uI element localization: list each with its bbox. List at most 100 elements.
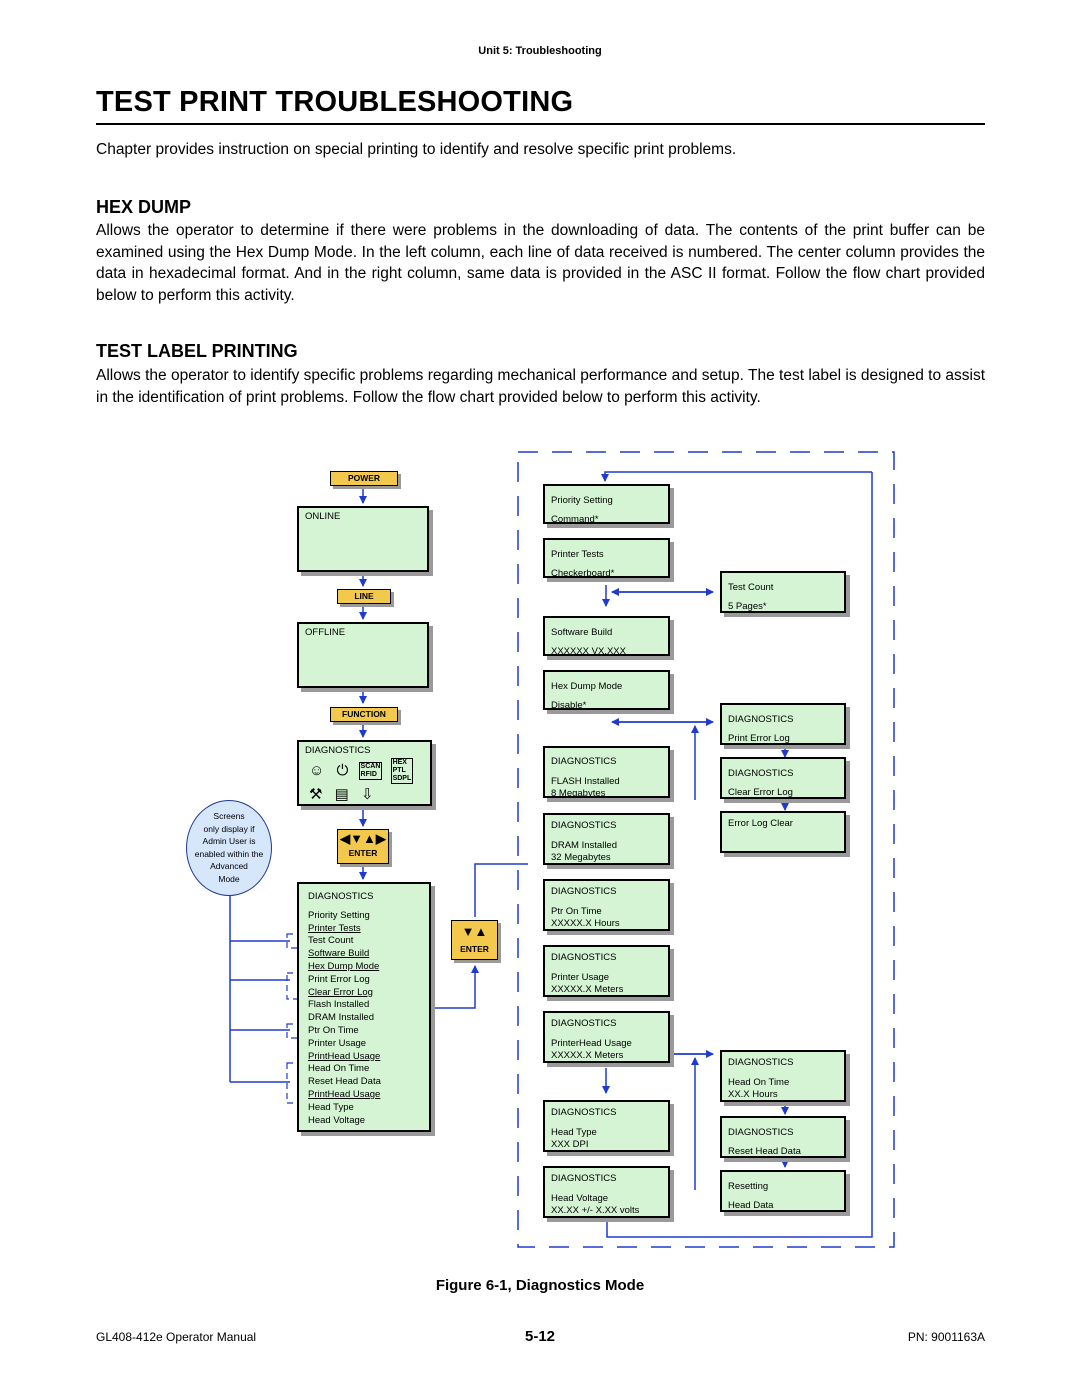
screen-line: 8 Megabytes (551, 788, 606, 799)
print-error-log-screen: DIAGNOSTICS Print Error Log (720, 703, 846, 745)
menu-item: Printer Tests (308, 922, 361, 934)
head-voltage-screen: DIAGNOSTICS Head Voltage XX.XX +/- X.XX … (543, 1166, 670, 1218)
hex-sdpl-icon: HEX PTL SDPL (390, 758, 414, 784)
screen-line: Checkerboard* (551, 568, 615, 579)
clear-error-log-screen: DIAGNOSTICS Clear Error Log (720, 757, 846, 799)
arrow-keys-icon: ◀▼▲▶ (340, 831, 386, 846)
enter-button[interactable]: ▼▲ ENTER (451, 920, 498, 960)
arrow-enter-button[interactable]: ◀▼▲▶ ENTER (337, 829, 389, 864)
menu-item: PrintHead Usage (308, 1088, 381, 1100)
screen-line: DIAGNOSTICS (728, 714, 794, 725)
page-title: TEST PRINT TROUBLESHOOTING (96, 86, 574, 118)
screen-line: DIAGNOSTICS (728, 768, 794, 779)
power-button[interactable]: POWER (330, 471, 398, 486)
bubble-line: Screens (213, 811, 245, 821)
function-button[interactable]: FUNCTION (330, 707, 398, 722)
screen-line: DIAGNOSTICS (551, 1018, 617, 1029)
bubble-line: Advanced (210, 861, 248, 871)
screen-line: DIAGNOSTICS (551, 820, 617, 831)
download-icon: ⇩ (360, 786, 374, 803)
footer-page-number: 5-12 (524, 1328, 556, 1345)
screen-line: PrinterHead Usage (551, 1037, 632, 1049)
screen-line: DIAGNOSTICS (551, 1107, 617, 1118)
offline-text: OFFLINE (305, 627, 346, 638)
menu-item: Software Build (308, 948, 370, 960)
enter-label-2: ENTER (460, 944, 489, 954)
dram-installed-screen: DIAGNOSTICS DRAM Installed 32 Megabytes (543, 813, 670, 865)
flash-installed-screen: DIAGNOSTICS FLASH Installed 8 Megabytes (543, 746, 670, 799)
screen-line: Head On Time (728, 1076, 790, 1088)
head-type-screen: DIAGNOSTICS Head Type XXX DPI (543, 1100, 670, 1152)
priority-setting-screen: Priority Setting Command* (543, 484, 670, 525)
menu-item: DRAM Installed (308, 1012, 374, 1024)
screen-line: XXXXX.X Meters (551, 984, 624, 995)
tools-icon: ⚒ (309, 786, 323, 803)
screen-line: Command* (551, 514, 599, 525)
screen-line: DIAGNOSTICS (551, 1173, 617, 1184)
figure-caption: Figure 6-1, Diagnostics Mode (435, 1277, 645, 1294)
screen-line: Resetting (728, 1181, 769, 1192)
down-up-arrow-icon: ▼▲ (461, 924, 488, 939)
diagnostics-menu-display: DIAGNOSTICS Priority Setting Printer Tes… (297, 882, 431, 1132)
online-text: ONLINE (305, 511, 341, 522)
enter-label: ENTER (348, 848, 378, 858)
scan-rfid-icon: SCAN RFID (358, 762, 383, 780)
admin-note-bubble: Screens only display if Admin User is en… (186, 800, 272, 896)
title-divider (96, 123, 985, 125)
screen-line: Error Log Clear (728, 818, 793, 829)
menu-item: PrintHead Usage (308, 1050, 381, 1062)
menu-item: Print Error Log (308, 973, 370, 985)
screen-line: Test Count (728, 582, 774, 593)
menu-item: Head On Time (308, 1063, 370, 1075)
menu-title: DIAGNOSTICS (308, 891, 374, 902)
menu-item: Flash Installed (308, 999, 370, 1011)
screen-line: XX.X Hours (728, 1089, 778, 1100)
bubble-line: Mode (218, 873, 240, 884)
screen-line: XXXXXX VX.XXX (551, 646, 626, 657)
section-heading-hex-dump: HEX DUMP (96, 197, 192, 217)
menu-item: Head Type (308, 1101, 354, 1113)
plug-icon: ⏻ (336, 761, 349, 779)
intro-paragraph: Chapter provides instruction on special … (96, 141, 737, 158)
test-label-paragraph: Allows the operator to identify specific… (96, 367, 985, 406)
screen-line: Reset Head Data (728, 1146, 801, 1157)
dashed-boundary (517, 451, 895, 1248)
menu-item: Test Count (308, 935, 354, 947)
bubble-line: Admin User is (202, 836, 256, 846)
screen-line: Hex Dump Mode (551, 681, 623, 692)
hex-dump-mode-screen: Hex Dump Mode Disable* (543, 670, 670, 711)
diagnostics-display-title: DIAGNOSTICS (305, 745, 371, 756)
hex-dump-paragraph: Allows the operator to determine if ther… (96, 222, 985, 304)
footer-manual-title: GL408-412e Operator Manual (96, 1330, 257, 1344)
screen-line: DIAGNOSTICS (551, 756, 617, 767)
screen-line: XX.XX +/- X.XX volts (551, 1205, 640, 1216)
running-header: Unit 5: Troubleshooting (478, 45, 602, 57)
screen-line: XXXXX.X Hours (551, 918, 620, 929)
screen-line: Print Error Log (728, 733, 790, 744)
menu-item: Hex Dump Mode (308, 960, 380, 972)
screen-line: DIAGNOSTICS (728, 1057, 794, 1068)
screen-line: 32 Megabytes (551, 852, 611, 863)
section-heading-test-label: TEST LABEL PRINTING (96, 341, 298, 361)
footer-part-number: PN: 9001163A (907, 1330, 985, 1344)
bubble-line: only display if (203, 823, 255, 834)
screen-line: XXXXX.X Meters (551, 1050, 624, 1061)
offline-display: OFFLINE (297, 622, 429, 688)
menu-item: Reset Head Data (308, 1076, 381, 1088)
diagnostics-icons: ☺ ⏻ SCAN RFID HEX PTL SDPL ⚒ ▤ ⇩ (309, 758, 429, 806)
technician-icon: ☺ (309, 761, 325, 779)
screen-line: Head Type (551, 1126, 597, 1138)
error-log-clear-screen: Error Log Clear (720, 811, 846, 853)
line-button[interactable]: LINE (337, 589, 391, 604)
screen-line: DIAGNOSTICS (728, 1127, 794, 1138)
resetting-head-data-screen: Resetting Head Data (720, 1170, 846, 1212)
ptr-on-time-screen: DIAGNOSTICS Ptr On Time XXXXX.X Hours (543, 879, 670, 931)
head-on-time-screen: DIAGNOSTICS Head On Time XX.X Hours (720, 1050, 846, 1102)
printer-usage-screen: DIAGNOSTICS Printer Usage XXXXX.X Meters (543, 945, 670, 997)
menu-item: Clear Error Log (308, 986, 373, 998)
screen-line: FLASH Installed (551, 775, 620, 787)
printer-tests-screen: Printer Tests Checkerboard* (543, 538, 670, 579)
bubble-line: enabled within the (194, 848, 264, 859)
reset-head-data-screen: DIAGNOSTICS Reset Head Data (720, 1116, 846, 1158)
